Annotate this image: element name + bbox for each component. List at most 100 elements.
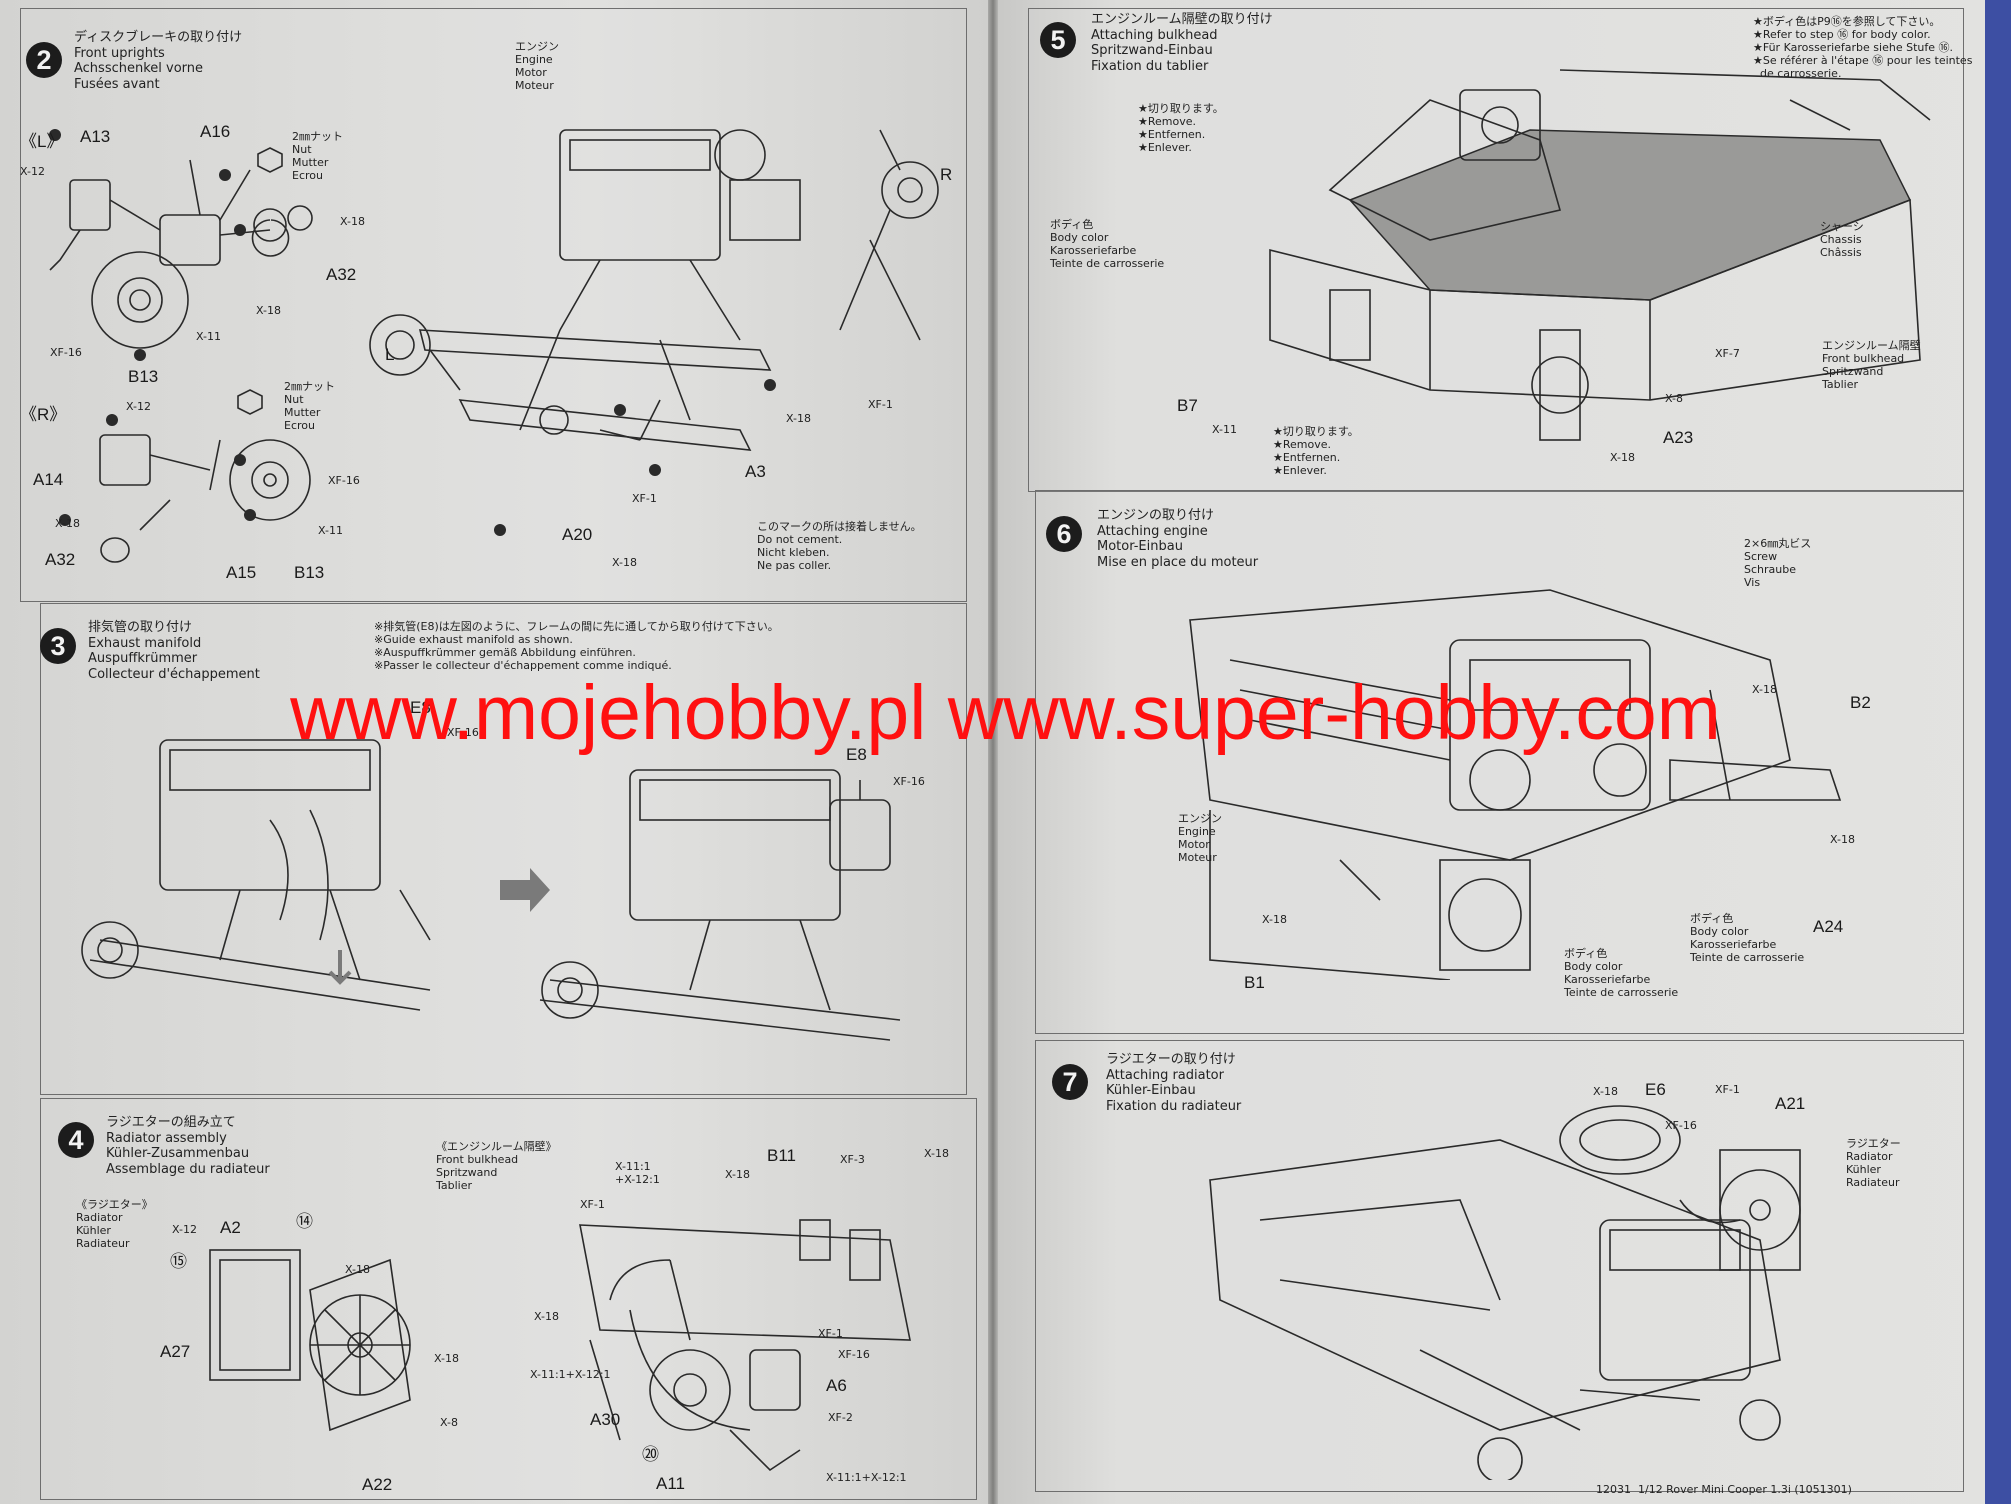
step2-X12b: X-12 [126, 400, 151, 413]
step2-A15: A15 [226, 563, 257, 582]
step4-n20: ⑳ [642, 1445, 659, 1464]
step4-XF1b: XF-1 [818, 1327, 843, 1340]
step4-A22: A22 [362, 1475, 393, 1494]
step5-B7: B7 [1177, 396, 1198, 415]
step4-X18e: X-18 [534, 1310, 559, 1323]
step2-A32a: A32 [326, 265, 357, 284]
step-6-title: エンジンの取り付け Attaching engine Motor-Einbau … [1097, 508, 1259, 570]
step2-X11b: X-11 [318, 524, 343, 537]
step4-X18d: X-18 [924, 1147, 949, 1160]
step4-X18c: X-18 [725, 1168, 750, 1181]
step-5-remove-1: ★切り取ります。 ★Remove. ★Entfernen. ★Enlever. [1138, 102, 1224, 154]
step-3-title: 排気管の取り付け Exhaust manifold Auspuffkrümmer… [88, 620, 260, 682]
step2-XF1a: XF-1 [868, 398, 893, 411]
step4-A27: A27 [160, 1342, 191, 1361]
step2-XF1b: XF-1 [632, 492, 657, 505]
step6-X18c: X-18 [1262, 913, 1287, 926]
step-4-panel [40, 1098, 977, 1500]
step4-B11: B11 [767, 1146, 796, 1165]
step-6-body-1: ボディ色 Body color Karosseriefarbe Teinte d… [1690, 912, 1805, 964]
step2-B13a: B13 [128, 367, 159, 386]
step2-X18f: X-18 [612, 556, 637, 569]
step2-nut2: 2㎜ナット Nut Mutter Ecrou [284, 380, 335, 432]
step-5-badge: 5 [1040, 22, 1076, 58]
step-5-note: ★ボディ色はP9⑯を参照して下さい。 ★Refer to step ⑯ for … [1753, 15, 1973, 80]
binding-gutter [988, 0, 998, 1504]
step-3-illustration [70, 700, 960, 1080]
page-footer: 12031 1/12 Rover Mini Cooper 1.3i (10513… [1596, 1483, 1852, 1496]
step2-B13b: B13 [294, 563, 325, 582]
step5-X8: X-8 [1665, 392, 1683, 405]
step-5-chassis: シャーシ Chassis Châssis [1820, 220, 1864, 259]
step2-R-side: 《R》 [20, 405, 67, 424]
step-4-illustration [150, 1180, 970, 1480]
step2-nut1: 2㎜ナット Nut Mutter Ecrou [292, 130, 343, 182]
step4-X18b: X-18 [434, 1352, 459, 1365]
step2-X18c: X-18 [55, 517, 80, 530]
step4-mix2: X-11:1+X-12:1 [530, 1368, 611, 1381]
step-5-body-color: ボディ色 Body color Karosseriefarbe Teinte d… [1050, 218, 1165, 270]
step-6-badge: 6 [1046, 516, 1082, 552]
step-7-radiator: ラジエター Radiator Kühler Radiateur [1846, 1137, 1901, 1189]
step5-X11: X-11 [1212, 423, 1237, 436]
step-7-illustration [1200, 1100, 1880, 1480]
step5-X18: X-18 [1610, 451, 1635, 464]
step6-B2: B2 [1850, 693, 1871, 712]
step2-XF16b: XF-16 [328, 474, 360, 487]
step3-XF16a: XF-16 [447, 726, 479, 739]
step6-X18a: X-18 [1752, 683, 1777, 696]
step7-XF1: XF-1 [1715, 1083, 1740, 1096]
step7-E6: E6 [1645, 1080, 1666, 1099]
step2-engine: エンジン Engine Motor Moteur [515, 40, 559, 92]
step2-X18d: X-18 [786, 412, 811, 425]
step-4-radiator-label: 《ラジエター》 Radiator Kühler Radiateur [76, 1198, 153, 1250]
step2-X12a: X-12 [20, 165, 45, 178]
step7-A21: A21 [1775, 1094, 1806, 1113]
step4-X18a: X-18 [345, 1263, 370, 1276]
step-2-panel [20, 8, 967, 602]
watermark: www.mojehobby.pl www.super-hobby.com [290, 670, 1721, 756]
step4-X8: X-8 [440, 1416, 458, 1429]
step2-no-cement-note: このマークの所は接着しません。 Do not cement. Nicht kle… [757, 520, 922, 572]
step2-A20: A20 [562, 525, 593, 544]
step2-L: 《L》 [20, 132, 64, 151]
step-4-bulkhead-label: 《エンジンルーム隔壁》 Front bulkhead Spritzwand Ta… [436, 1140, 557, 1192]
step-2-badge: 2 [26, 42, 62, 78]
step2-A32b: A32 [45, 550, 76, 569]
step3-E8a: E8 [410, 698, 431, 717]
step5-XF7: XF-7 [1715, 347, 1740, 360]
step-2-illustration [40, 100, 960, 590]
step-5-title: エンジンルーム隔壁の取り付け Attaching bulkhead Spritz… [1091, 12, 1273, 74]
step3-E8b: E8 [846, 745, 867, 764]
step-6-body-2: ボディ色 Body color Karosseriefarbe Teinte d… [1564, 947, 1679, 999]
step4-n15: ⑮ [170, 1252, 187, 1271]
step2-A16: A16 [200, 122, 231, 141]
step7-X18: X-18 [1593, 1085, 1618, 1098]
step2-A13: A13 [80, 127, 111, 146]
left-page [0, 0, 990, 1504]
step4-mix1: X-11:1 +X-12:1 [615, 1160, 660, 1186]
step4-XF1a: XF-1 [580, 1198, 605, 1211]
step6-X18b: X-18 [1830, 833, 1855, 846]
step4-mix3: X-11:1+X-12:1 [826, 1471, 907, 1484]
step2-XF16a: XF-16 [50, 346, 82, 359]
step-6-panel [1035, 490, 1964, 1034]
cover-edge [1985, 0, 2011, 1504]
step-6-illustration [1150, 560, 1850, 980]
step7-XF16: XF-16 [1665, 1119, 1697, 1132]
step-3-badge: 3 [40, 628, 76, 664]
step-5-illustration [1230, 40, 1950, 460]
step4-A6: A6 [826, 1376, 847, 1395]
step6-B1: B1 [1244, 973, 1265, 992]
step-5-bulkhead: エンジンルーム隔壁 Front bulkhead Spritzwand Tabl… [1822, 339, 1921, 391]
step2-X18a: X-18 [340, 215, 365, 228]
step4-XF2: XF-2 [828, 1411, 853, 1424]
step6-A24: A24 [1813, 917, 1844, 936]
step4-A11: A11 [656, 1474, 685, 1493]
step3-XF16b: XF-16 [893, 775, 925, 788]
step2-X18b: X-18 [256, 304, 281, 317]
step5-A23: A23 [1663, 428, 1694, 447]
step-3-note: ※排気管(E8)は左図のように、フレームの間に先に通してから取り付けて下さい。 … [374, 620, 779, 672]
step4-XF3: XF-3 [840, 1153, 865, 1166]
step-5-remove-2: ★切り取ります。 ★Remove. ★Entfernen. ★Enlever. [1273, 425, 1359, 477]
